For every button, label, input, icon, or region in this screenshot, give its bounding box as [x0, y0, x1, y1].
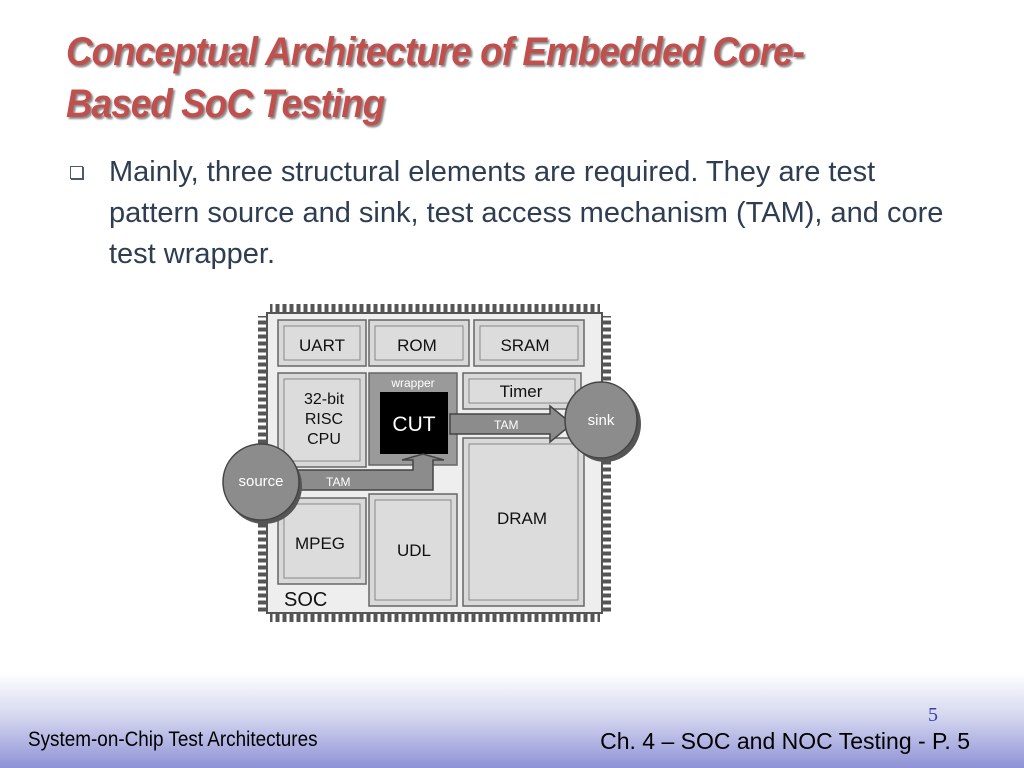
rom-label: ROM [397, 336, 437, 355]
sink-circle [564, 381, 638, 459]
mpeg-label: MPEG [295, 534, 345, 553]
tam-output-arrow [449, 404, 574, 444]
footer-book-title: System-on-Chip Test Architectures [28, 728, 318, 751]
slide-title-line2: Based SoC Testing [66, 82, 385, 126]
uart-label: UART [299, 336, 345, 355]
square-bullet-icon [70, 166, 83, 179]
slide-title-line1: Conceptual Architecture of Embedded Core… [66, 30, 805, 74]
chip-pins-bottom [270, 613, 600, 622]
soc-label: SOC [284, 589, 327, 611]
tam-input-arrow [279, 453, 445, 491]
source-circle [222, 443, 300, 521]
cpu-label-line1: 32-bit [304, 391, 345, 408]
cut-label: CUT [392, 413, 435, 436]
bullet-item: Mainly, three structural elements are re… [70, 152, 960, 275]
cut-block [380, 392, 448, 454]
source-label: source [238, 473, 283, 490]
soc-architecture-diagram: UART ROM SRAM 32-bit RISC CPU wrapper CU… [218, 298, 648, 630]
udl-label: UDL [397, 541, 431, 560]
dram-label: DRAM [497, 509, 547, 528]
cpu-label-line3: CPU [307, 431, 341, 448]
cpu-label-line2: RISC [305, 411, 343, 428]
chip-pins-right [602, 316, 611, 612]
tam-output-label: TAM [494, 418, 518, 432]
slide-title: Conceptual Architecture of Embedded Core… [66, 26, 894, 130]
bullet-text: Mainly, three structural elements are re… [109, 156, 944, 270]
timer-label: Timer [500, 382, 543, 401]
footer-chapter-page: Ch. 4 – SOC and NOC Testing - P. 5 [600, 728, 970, 754]
slide-number: 5 [928, 704, 938, 726]
sink-label: sink [588, 412, 615, 429]
wrapper-label: wrapper [390, 376, 434, 390]
chip-pins-top [270, 304, 600, 313]
tam-input-label: TAM [326, 475, 350, 489]
footer-band [0, 672, 1024, 768]
sram-label: SRAM [500, 336, 549, 355]
